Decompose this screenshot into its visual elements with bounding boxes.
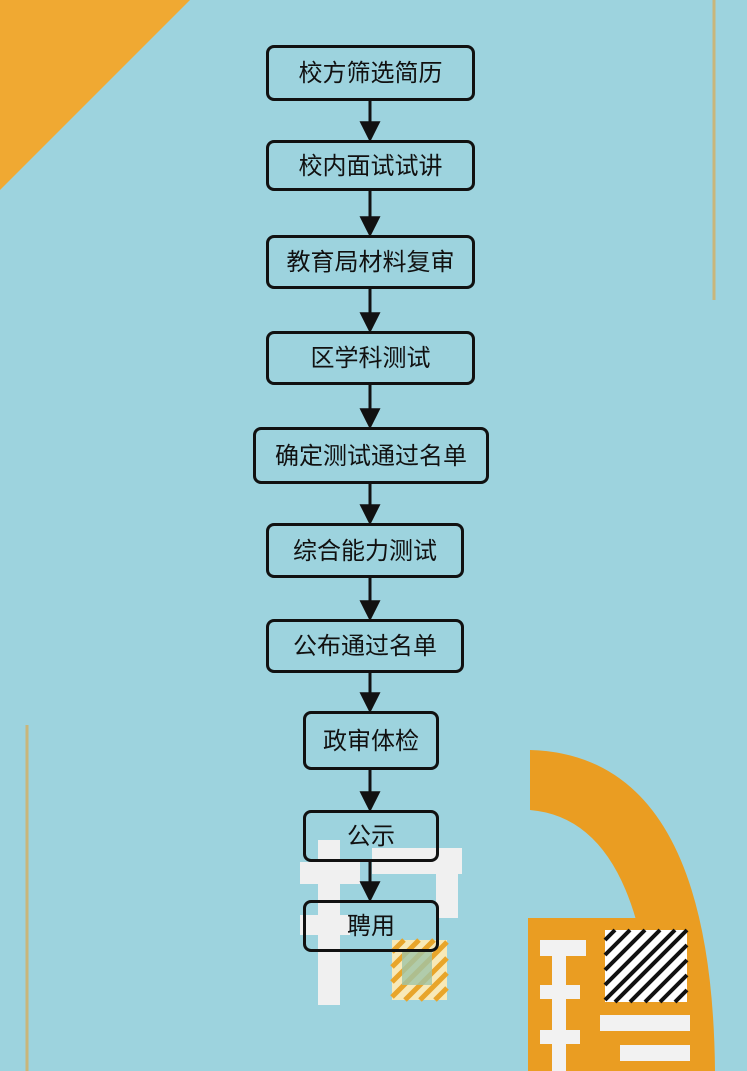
zhao-char-shape bbox=[300, 840, 462, 1005]
corner-triangle-shape bbox=[0, 0, 190, 190]
stripe-pattern-pin bbox=[603, 928, 689, 1004]
flow-step-resume-screening: 校方筛选简历 bbox=[266, 45, 475, 101]
flow-step-hiring: 聘用 bbox=[303, 900, 439, 952]
flow-step-confirm-list: 确定测试通过名单 bbox=[253, 427, 489, 484]
flow-step-material-review: 教育局材料复审 bbox=[266, 235, 475, 289]
flow-step-public-notice: 公示 bbox=[303, 810, 439, 862]
flow-step-publish-list: 公布通过名单 bbox=[266, 619, 464, 673]
flow-step-background-check: 政审体检 bbox=[303, 711, 439, 770]
pin-char-shape bbox=[540, 940, 690, 1071]
flow-step-school-interview: 校内面试试讲 bbox=[266, 140, 475, 191]
flow-step-ability-test: 综合能力测试 bbox=[266, 523, 464, 578]
flow-step-subject-test: 区学科测试 bbox=[266, 331, 475, 385]
